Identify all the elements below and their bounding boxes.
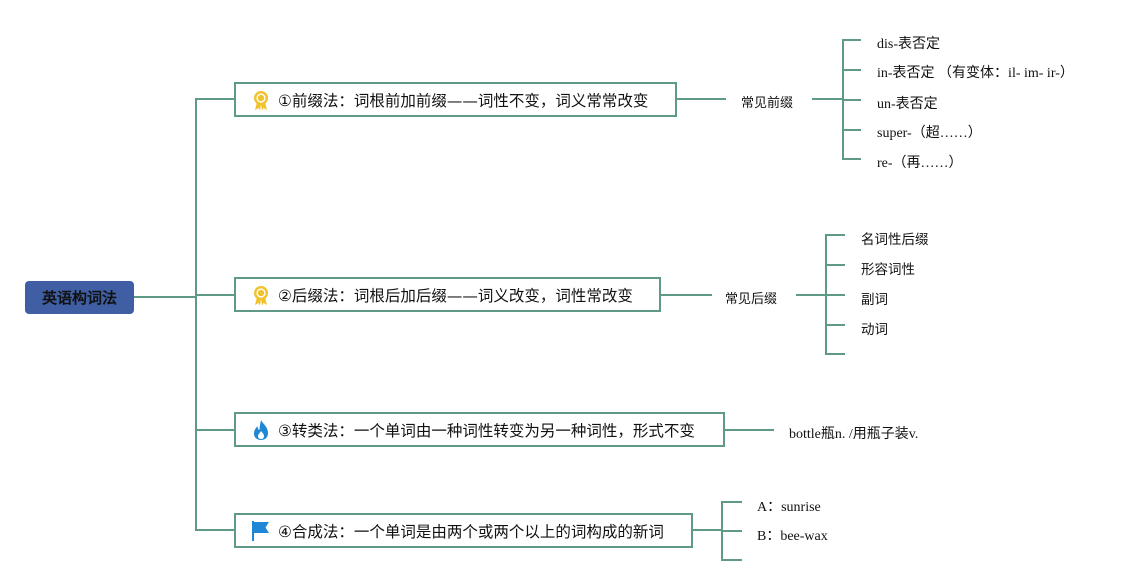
prefix-leaf: un-表否定 [877, 97, 938, 112]
award-ribbon-icon [250, 89, 272, 111]
compound-leaf: B：bee-wax [757, 529, 828, 544]
root-node[interactable]: 英语构词法 [25, 281, 134, 314]
prefix-leaf: re-（再……） [877, 156, 963, 171]
flame-icon [250, 419, 272, 441]
root-label: 英语构词法 [41, 289, 117, 307]
branch-title: ②后缀法：词根后加后缀——词义改变，词性常改变 [278, 286, 633, 305]
prefix-group-label: 常见前缀 [741, 96, 794, 111]
suffix-leaf: 形容词性 [861, 262, 915, 278]
suffix-group-label: 常见后缀 [725, 292, 778, 307]
branch-prefix-node[interactable]: ①前缀法：词根前加前缀——词性不变，词义常常改变 [234, 82, 677, 117]
branch-title: ④合成法：一个单词是由两个或两个以上的词构成的新词 [278, 522, 664, 541]
prefix-leaf: in-表否定 （有变体：il- im- ir-） [877, 66, 1074, 81]
conversion-leaf: bottle瓶n. /用瓶子装v. [789, 427, 919, 442]
compound-leaf: A：sunrise [757, 500, 821, 515]
branch-conversion-node[interactable]: ③转类法：一个单词由一种词性转变为另一种词性，形式不变 [234, 412, 725, 447]
branch-compound-node[interactable]: ④合成法：一个单词是由两个或两个以上的词构成的新词 [234, 513, 693, 548]
award-ribbon-icon [250, 284, 272, 306]
branch-title: ①前缀法：词根前加前缀——词性不变，词义常常改变 [278, 91, 649, 110]
prefix-leaf: dis-表否定 [877, 37, 940, 52]
prefix-leaf: super-（超……） [877, 126, 982, 141]
suffix-leaf: 动词 [861, 322, 888, 338]
branch-title: ③转类法：一个单词由一种词性转变为另一种词性，形式不变 [278, 421, 695, 440]
flag-icon [250, 520, 272, 542]
suffix-leaf: 副词 [861, 292, 888, 308]
branch-suffix-node[interactable]: ②后缀法：词根后加后缀——词义改变，词性常改变 [234, 277, 661, 312]
suffix-leaf: 名词性后缀 [861, 232, 929, 248]
